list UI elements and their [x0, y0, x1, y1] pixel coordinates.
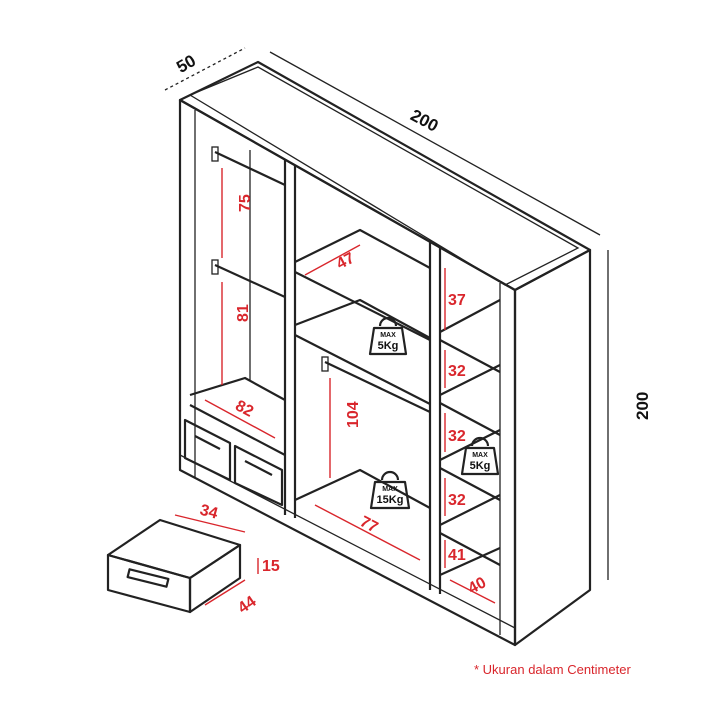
svg-text:5Kg: 5Kg [470, 460, 491, 472]
weight-icon: MAX 5Kg [460, 436, 500, 476]
dividers [249, 150, 442, 594]
weight-icon: MAX 5Kg [368, 316, 408, 356]
middle-shelf-dim: 47 [334, 250, 358, 273]
drawer-detail [106, 518, 242, 614]
right-shelf-dim: 41 [448, 547, 466, 564]
dimension-lines [164, 47, 609, 606]
drawer-width-dim: 34 [198, 502, 220, 523]
footnote: * Ukuran dalam Centimeter [474, 662, 631, 677]
svg-text:MAX: MAX [472, 452, 488, 459]
drawer-height-dim: 15 [262, 558, 280, 575]
right-shelf-dim: 32 [448, 363, 466, 380]
hanging-rails [211, 146, 431, 413]
middle-width-dim: 77 [357, 513, 381, 536]
middle-hanging-dim: 104 [345, 401, 362, 428]
left-upper-dim: 75 [237, 194, 254, 212]
right-shelf-dim: 32 [448, 492, 466, 509]
right-shelf-dim: 32 [448, 428, 466, 445]
svg-text:MAX: MAX [380, 332, 396, 339]
height-label: 200 [633, 392, 652, 420]
depth-label: 50 [173, 51, 199, 77]
weight-icon: MAX 15Kg [369, 470, 411, 510]
left-lower-dim: 81 [235, 304, 252, 322]
shelves [189, 228, 501, 577]
left-width-dim: 82 [232, 397, 256, 420]
built-in-drawers [183, 418, 284, 507]
drawer-depth-dim: 44 [235, 593, 259, 617]
svg-text:MAX: MAX [382, 486, 398, 493]
wardrobe-outline [178, 60, 592, 647]
svg-text:5Kg: 5Kg [378, 340, 399, 352]
right-shelf-dim: 37 [448, 292, 466, 309]
right-width-dim: 40 [465, 574, 489, 597]
svg-text:15Kg: 15Kg [377, 494, 404, 506]
